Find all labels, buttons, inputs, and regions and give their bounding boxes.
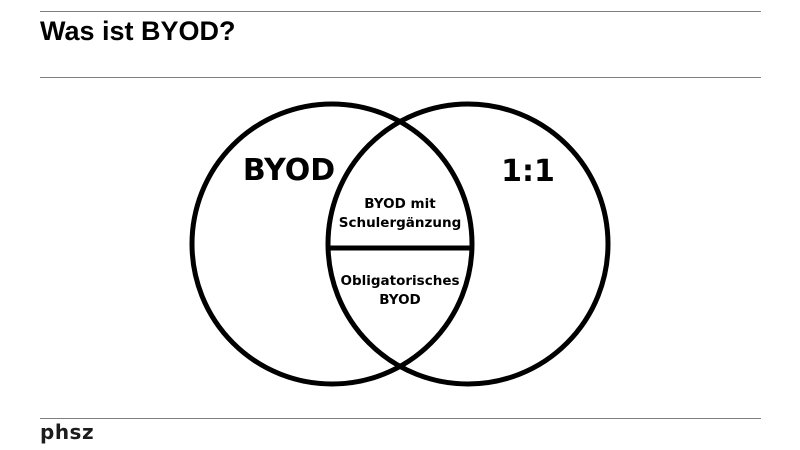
venn-right-circle-label: 1:1 <box>501 154 555 189</box>
footer-rule <box>40 418 761 419</box>
venn-intersection-bottom-label-line1: Obligatorisches <box>340 273 459 289</box>
slide-title: Was ist BYOD? <box>40 16 236 46</box>
venn-left-circle <box>189 101 475 387</box>
venn-intersection-top-label-line1: BYOD mit <box>364 196 436 212</box>
phsz-logo: phsz <box>40 420 95 444</box>
top-rule <box>40 11 761 12</box>
venn-intersection-bottom-label-line2: BYOD <box>379 292 421 308</box>
venn-left-circle-label: BYOD <box>243 153 335 188</box>
venn-right-circle <box>325 101 611 387</box>
venn-intersection-top-label-line2: Schulergänzung <box>339 215 462 231</box>
title-underline-rule <box>40 77 761 78</box>
